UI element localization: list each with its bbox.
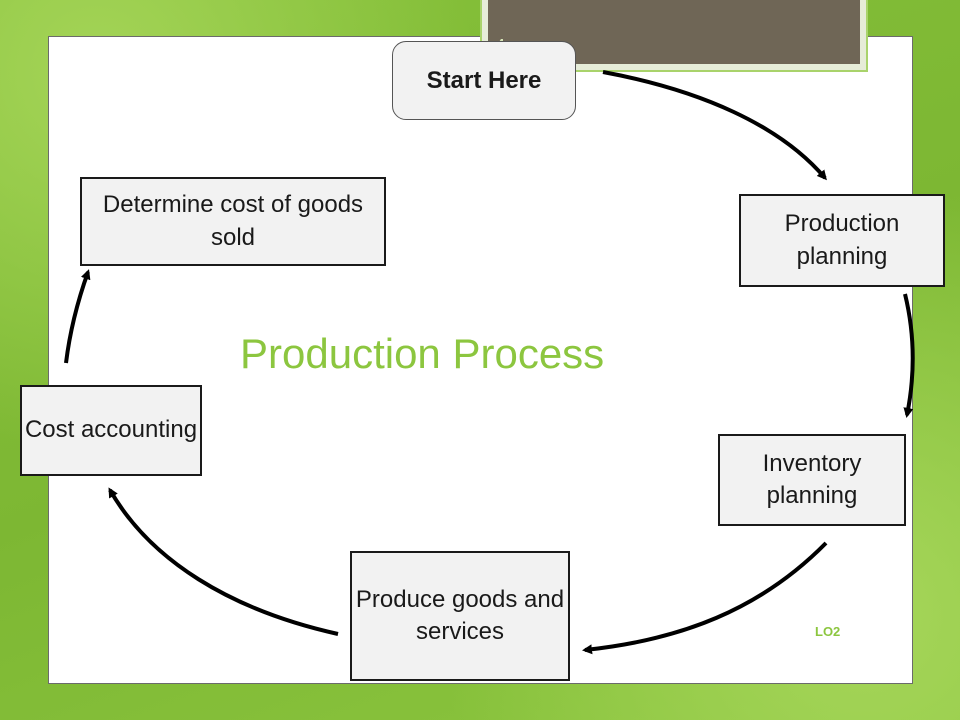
step-cost-accounting: Cost accounting — [20, 385, 202, 476]
diagram-title: Production Process — [240, 330, 605, 377]
arrow-produce-to-cost — [108, 487, 339, 636]
arrow-production-to-inventory — [903, 293, 915, 418]
arrow-cost-to-determine — [64, 269, 91, 364]
step-production-planning: Production planning — [739, 194, 945, 287]
header-tab — [482, 0, 866, 70]
arrow-inventory-to-produce — [582, 541, 828, 655]
arrow-start-to-production — [602, 70, 827, 181]
step-inventory-planning: Inventory planning — [718, 434, 906, 526]
step-determine-cost: Determine cost of goods sold — [80, 177, 386, 266]
start-here-box: Start Here — [392, 41, 576, 120]
learning-objective-tag: LO2 — [815, 624, 841, 639]
step-produce: Produce goods and services — [350, 551, 570, 681]
